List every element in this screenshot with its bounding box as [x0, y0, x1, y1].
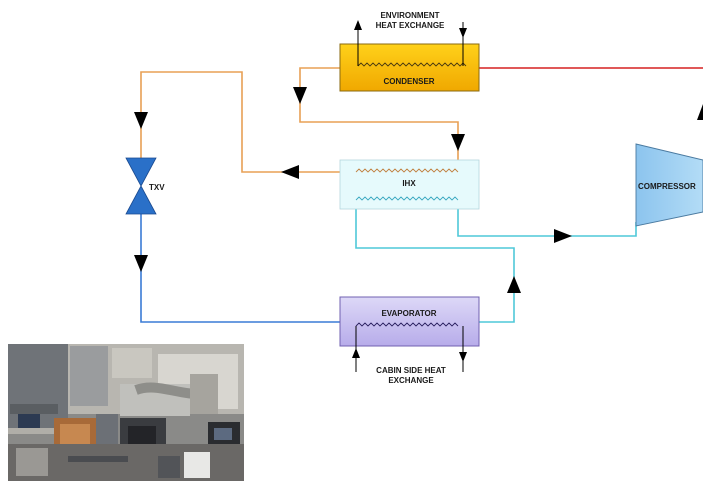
condenser-coil: [357, 62, 467, 67]
environment-arrow-down: [459, 28, 467, 38]
cabin-arrow-up: [352, 348, 360, 358]
cabin-label-line1: CABIN SIDE HEAT: [376, 366, 446, 375]
txv-bottom-triangle: [125, 185, 157, 215]
compressor-label: COMPRESSOR: [638, 182, 696, 191]
flow-arrow-up-hot-gas: [697, 104, 703, 120]
txv-label: TXV: [149, 183, 165, 192]
evaporator: EVAPORATOR: [339, 296, 480, 372]
ihx-label: IHX: [402, 179, 416, 188]
ihx-hot-coil: [355, 168, 459, 173]
evaporator-to-ihx-line: [355, 200, 515, 323]
ihx-to-txv-line: [140, 71, 356, 173]
flow-arrow-left-ihx-outlet: [281, 165, 299, 179]
ihx: IHX: [339, 159, 480, 210]
flow-arrow-down-txv-inlet: [134, 112, 148, 129]
ihx-cold-coil: [355, 196, 459, 201]
txv-top-triangle: [125, 157, 157, 187]
environment-label-line1: ENVIRONMENT: [380, 11, 439, 20]
condenser: CONDENSER: [339, 20, 480, 92]
evaporator-coil: [355, 322, 459, 327]
environment-arrow-up: [354, 20, 362, 30]
environment-label-line2: HEAT EXCHANGE: [376, 21, 445, 30]
txv: TXV: [125, 157, 165, 215]
flow-arrow-down-ihx-inlet: [451, 134, 465, 151]
compressor: COMPRESSOR: [635, 143, 703, 227]
cabin-label-line2: EXCHANGE: [388, 376, 434, 385]
flow-arrow-down-condenser-outlet: [293, 87, 307, 104]
flow-arrow-down-txv-outlet: [134, 255, 148, 272]
cabin-arrow-down: [459, 352, 467, 362]
flow-arrow-up-evaporator-outlet: [507, 276, 521, 293]
condenser-label: CONDENSER: [383, 77, 434, 86]
flow-arrow-right-suction: [554, 229, 572, 243]
test-bench-photo: [8, 344, 244, 481]
txv-to-evaporator-line: [140, 212, 340, 323]
ihx-to-compressor-line: [457, 200, 637, 237]
evaporator-label: EVAPORATOR: [381, 309, 436, 318]
